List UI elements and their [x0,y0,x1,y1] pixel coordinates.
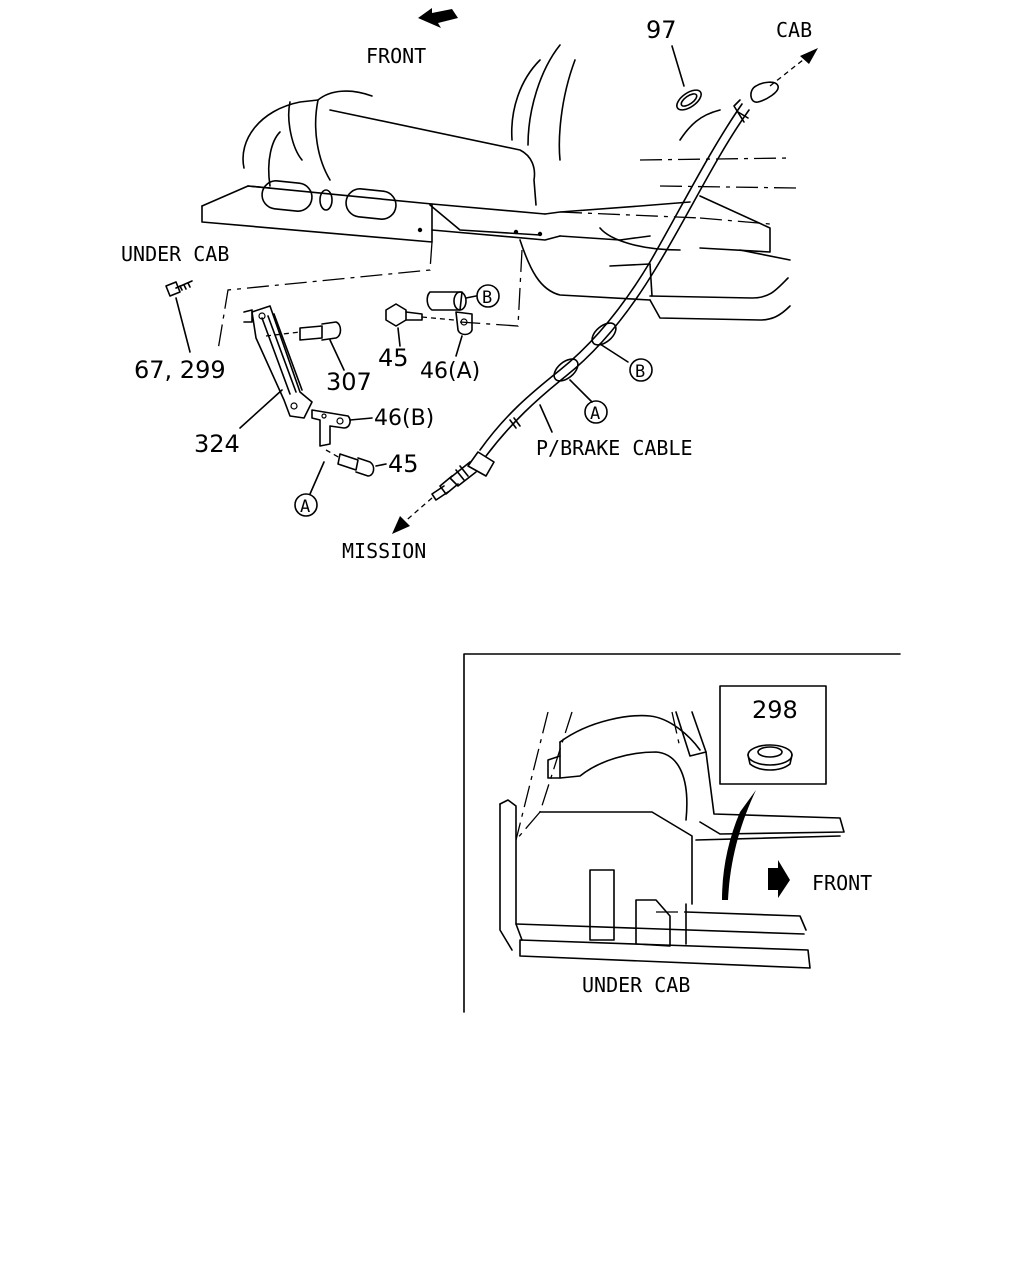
cab-direction-line [769,55,809,87]
bolt-45-bottom [325,449,375,477]
bracket-mount-outline [217,241,523,351]
part-46b-label: 46(B) [374,406,434,431]
part-45-bottom-leader [375,463,387,467]
grommet-97 [676,89,702,111]
clip-b-top [426,291,467,311]
callout-b-right-circle [629,358,653,382]
part-45-top-leader [397,327,401,347]
part-307-label: 307 [326,368,372,396]
part-46a-leader [455,335,463,357]
part-307-leader [329,339,345,371]
callout-b-right: B [635,362,645,382]
part-67-299-leader [175,297,191,353]
inset-front-label: FRONT [812,871,872,895]
cable-label: P/BRAKE CABLE [536,436,693,460]
part-67-299-label: 67, 299 [134,356,226,384]
part-324-label: 324 [194,430,240,458]
mission-label: MISSION [342,539,426,563]
callout-b-top: B [482,288,492,308]
bolt-307 [265,321,342,341]
pointer-wedge-icon [722,790,756,900]
part-97-leader [671,45,685,87]
callout-a-right: A [590,404,600,424]
cab-arrow-icon [800,48,818,64]
part-97-label: 97 [646,16,677,44]
inset-under-cab-label: UNDER CAB [582,973,690,997]
upper-diagram: FRONT CAB 97 [121,8,818,563]
callout-a-left-leader [309,461,325,495]
part-46a-label: 46(A) [420,359,480,384]
callout-b-right-leader [599,343,629,363]
cable-label-leader [539,404,553,433]
inset-front-arrow-icon [768,860,790,898]
front-arrow-icon [418,8,458,28]
callout-a-right-leader [569,379,593,403]
part-298-label: 298 [752,696,798,724]
bracket-324 [243,305,313,419]
part-45-top-label: 45 [378,344,409,372]
callout-a-right-circle [584,400,608,424]
under-cab-label: UNDER CAB [121,242,229,266]
part-45-bottom-label: 45 [388,450,419,478]
callout-a-left-circle [294,493,318,517]
bolt-45-top [385,303,455,327]
inset-diagram: 298 [463,653,901,1013]
grommet-298 [747,744,793,771]
parking-brake-cable [431,81,779,501]
front-label: FRONT [366,44,426,68]
screw-67-299 [165,280,193,297]
clip-b-leader [465,295,477,299]
inset-border [463,653,901,1013]
detail-box-298 [719,685,827,785]
cab-label: CAB [776,18,812,42]
callout-b-top-circle [476,284,500,308]
under-cab-structure [499,711,845,969]
part-324-leader [239,389,283,429]
callout-a-left: A [300,497,310,517]
clip-46b [311,409,351,447]
clip-46a [455,311,473,336]
cab-floor-structure [201,44,797,321]
mission-direction-line [401,497,433,525]
part-46b-leader [349,417,373,421]
mission-arrow-icon [392,516,410,534]
